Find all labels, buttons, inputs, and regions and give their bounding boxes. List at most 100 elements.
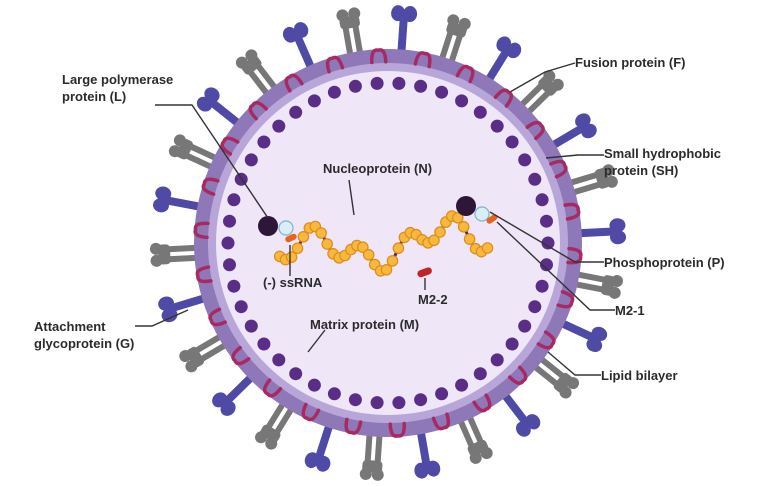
matrix-protein	[272, 119, 286, 133]
label-ssrna: (-) ssRNA	[263, 275, 323, 290]
attachment-head	[161, 308, 178, 323]
fusion-stalk	[165, 244, 200, 253]
small-hydrophobic-protein	[231, 345, 251, 366]
matrix-protein	[289, 105, 303, 119]
fusion-protein	[517, 70, 564, 117]
sh-arc	[370, 48, 388, 65]
fusion-lobe	[173, 134, 186, 147]
small-hydrophobic-protein	[556, 290, 575, 309]
sh-arc	[472, 393, 492, 413]
fusion-stalk	[571, 280, 606, 293]
fusion-lobe	[602, 164, 615, 177]
attachment-glycoprotein	[304, 421, 334, 472]
label-small-hydrophobic: Small hydrophobic protein (SH)	[604, 146, 722, 178]
fusion-lobe	[168, 145, 181, 158]
label-m2-2: M2-2	[418, 292, 448, 307]
small-hydrophobic-protein	[284, 73, 304, 93]
nucleoprotein	[362, 249, 375, 261]
sh-arc	[549, 159, 568, 179]
matrix-protein	[528, 300, 542, 314]
sh-arc	[220, 136, 240, 156]
nucleoprotein	[297, 231, 310, 243]
fusion-protein	[235, 49, 279, 98]
fusion-lobe	[610, 275, 623, 288]
large-polymerase-protein	[258, 216, 278, 236]
fusion-protein	[359, 430, 384, 481]
small-hydrophobic-protein	[472, 393, 492, 413]
matrix-protein	[540, 214, 553, 228]
matrix-protein	[528, 172, 542, 186]
attachment-head	[591, 326, 608, 342]
fusion-protein	[438, 14, 471, 66]
attachment-glycoprotein	[158, 294, 209, 323]
matrix-protein	[392, 76, 406, 90]
nucleoprotein	[285, 251, 298, 263]
nucleoprotein	[457, 221, 470, 233]
sh-arc	[525, 120, 545, 141]
label-large-polymerase: Large polymerase protein (L)	[62, 72, 174, 104]
matrix-protein	[490, 353, 504, 367]
nucleoprotein	[321, 238, 333, 250]
fusion-lobe	[608, 286, 621, 299]
fusion-stalk	[183, 152, 216, 171]
fusion-protein	[168, 134, 221, 171]
fusion-stalk	[198, 341, 230, 363]
polymerase-complexes	[258, 196, 498, 278]
matrix-protein	[227, 279, 241, 293]
attachment-glycoprotein	[391, 5, 418, 56]
fusion-stalk	[536, 354, 566, 380]
attachment-stalk	[397, 17, 408, 56]
matrix-protein	[307, 94, 321, 108]
fusion-stalk	[448, 32, 464, 66]
matrix-protein	[370, 76, 384, 90]
fusion-stalk	[247, 68, 272, 98]
attachment-stalk	[165, 196, 204, 211]
fusion-head	[538, 76, 558, 96]
m2-2-protein	[417, 267, 432, 278]
large-polymerase-protein	[456, 196, 476, 216]
sh-arc	[325, 55, 345, 74]
fusion-stalk	[352, 23, 364, 58]
fusion-stalk	[374, 430, 383, 465]
nucleoprotein	[481, 242, 494, 254]
matrix-protein-layer	[221, 76, 555, 410]
fusion-lobe	[185, 360, 198, 373]
fusion-stalk	[530, 362, 560, 388]
fusion-stalk	[265, 399, 287, 431]
matrix-protein	[414, 393, 428, 407]
matrix-protein	[348, 79, 362, 93]
attachment-glycoprotein	[500, 390, 541, 437]
fusion-lobe	[265, 437, 278, 450]
matrix-protein	[257, 135, 271, 149]
sh-arc	[563, 202, 581, 221]
matrix-protein	[473, 105, 487, 119]
nucleoprotein	[428, 234, 440, 247]
fusion-protein	[149, 242, 201, 267]
sh-arc	[231, 345, 251, 366]
fusion-lobe	[567, 377, 580, 390]
matrix-protein	[223, 258, 236, 272]
fusion-protein	[255, 399, 296, 450]
fusion-head	[553, 372, 573, 393]
matrix-protein	[327, 387, 341, 401]
label-nucleoprotein: Nucleoprotein (N)	[323, 161, 433, 176]
matrix-protein	[535, 279, 549, 293]
leader-line	[135, 309, 189, 327]
attachment-stalk	[548, 125, 584, 150]
phosphoprotein	[278, 220, 294, 236]
fusion-protein	[571, 271, 623, 299]
fusion-lobe	[245, 49, 258, 62]
matrix-protein	[455, 378, 469, 392]
attachment-head	[293, 22, 309, 38]
matrix-protein	[327, 85, 341, 99]
m2-1-protein	[285, 233, 297, 243]
attachment-head	[316, 455, 331, 472]
small-hydrophobic-protein	[262, 378, 283, 398]
attachment-head	[153, 198, 169, 213]
fusion-stalk	[166, 254, 201, 263]
attachment-stalk	[416, 428, 431, 466]
attachment-stalk	[557, 319, 594, 341]
matrix-protein	[307, 378, 321, 392]
attachment-head	[426, 460, 441, 477]
